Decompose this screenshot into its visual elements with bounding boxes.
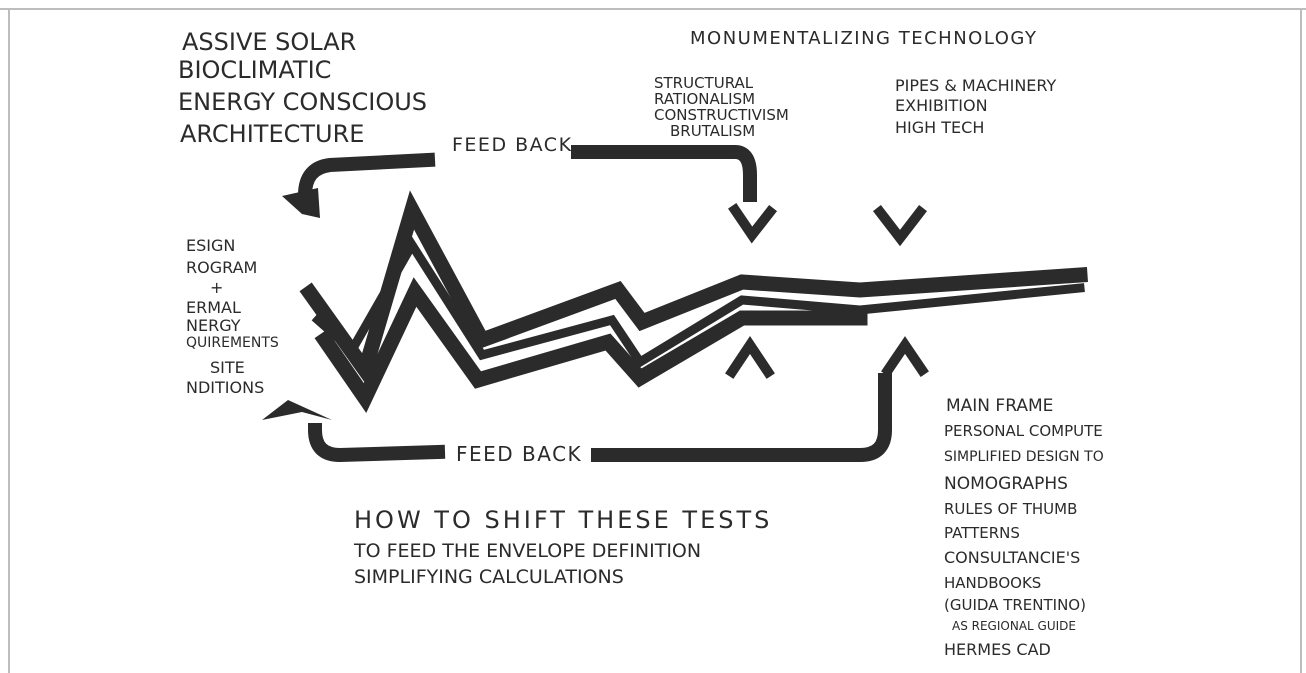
passive-solar-line-4: ARCHITECTURE — [180, 120, 365, 148]
tools-line-2: PERSONAL COMPUTE — [944, 422, 1103, 440]
passive-solar-line-2: BIOCLIMATIC — [178, 56, 332, 84]
zigzag-middle — [311, 236, 1085, 369]
chevron-down-1 — [728, 203, 778, 244]
chevron-up-1 — [725, 335, 775, 379]
arrowhead-bottom-left — [262, 400, 332, 420]
passive-solar-line-3: ENERGY CONSCIOUS — [178, 88, 428, 116]
chevron-down-2 — [872, 204, 928, 247]
tools-list-block: MAIN FRAME PERSONAL COMPUTE SIMPLIFIED D… — [944, 398, 1104, 658]
bottom-question-block: HOW TO SHIFT THESE TESTS TO FEED THE ENV… — [354, 508, 769, 603]
tools-line-7: CONSULTANCIE'S — [944, 548, 1081, 567]
feedback-top-right-arrow — [571, 145, 757, 202]
left-line-7: SITE — [210, 358, 245, 377]
tools-line-3: SIMPLIFIED DESIGN TO — [944, 449, 1104, 465]
zigzag-inner — [314, 277, 868, 413]
structural-line-3: CONSTRUCTIVISM — [654, 106, 789, 124]
feedback-bottom-label: FEED BACK — [456, 442, 583, 466]
pipes-line-1: PIPES & MACHINERY — [895, 76, 1057, 95]
structural-line-4: BRUTALISM — [670, 122, 756, 140]
tools-line-4: NOMOGRAPHS — [944, 474, 1068, 494]
feedback-top-label: FEED BACK — [452, 134, 573, 156]
arrowhead-top-left — [282, 188, 320, 218]
design-program-block: ESIGN ROGRAM + ERMAL NERGY QUIREMENTS SI… — [180, 238, 279, 428]
tools-line-5: RULES OF THUMB — [944, 500, 1078, 518]
feedback-bottom-right-arrow — [591, 373, 892, 462]
question-line-1: HOW TO SHIFT THESE TESTS — [354, 506, 773, 534]
feedback-top-left-arrow — [297, 152, 436, 203]
zigzag-outer — [299, 190, 1088, 387]
left-line-5: NERGY — [186, 316, 241, 335]
left-line-6: QUIREMENTS — [186, 335, 279, 351]
left-line-8: NDITIONS — [186, 378, 265, 397]
structural-line-2: RATIONALISM — [654, 90, 756, 108]
left-line-4: ERMAL — [186, 298, 241, 317]
tools-line-11: HERMES CAD — [944, 640, 1051, 659]
passive-solar-block: ASSIVE SOLAR BIOCLIMATIC ENERGY CONSCIOU… — [178, 30, 427, 198]
question-line-2: TO FEED THE ENVELOPE DEFINITION — [354, 540, 702, 562]
frame-left-line — [8, 8, 10, 673]
frame-right-line — [1300, 8, 1302, 673]
tools-line-8: HANDBOOKS — [944, 574, 1042, 592]
feedback-bottom-left-arrow — [307, 422, 446, 463]
left-line-1: ESIGN — [186, 236, 236, 255]
left-line-2: ROGRAM — [186, 258, 258, 277]
question-line-3: SIMPLIFYING CALCULATIONS — [354, 566, 624, 588]
tools-line-9: (GUIDA TRENTINO) — [944, 596, 1086, 614]
pipes-line-2: EXHIBITION — [895, 96, 988, 115]
structural-line-1: STRUCTURAL — [654, 74, 754, 92]
chevron-up-2 — [881, 336, 929, 377]
frame-top-line — [0, 8, 1306, 10]
tools-line-10: AS REGIONAL GUIDE — [952, 619, 1076, 633]
tools-line-6: PATTERNS — [944, 524, 1020, 542]
pipes-line-3: HIGH TECH — [895, 118, 985, 137]
structural-block: STRUCTURAL RATIONALISM CONSTRUCTIVISM BR… — [654, 76, 789, 184]
monumentalizing-title: MONUMENTALIZING TECHNOLOGY — [690, 28, 1038, 49]
passive-solar-line-1: ASSIVE SOLAR — [182, 28, 357, 56]
left-line-3: + — [210, 278, 224, 297]
pipes-block: PIPES & MACHINERY EXHIBITION HIGH TECH — [895, 78, 1056, 173]
tools-line-1: MAIN FRAME — [946, 396, 1054, 416]
